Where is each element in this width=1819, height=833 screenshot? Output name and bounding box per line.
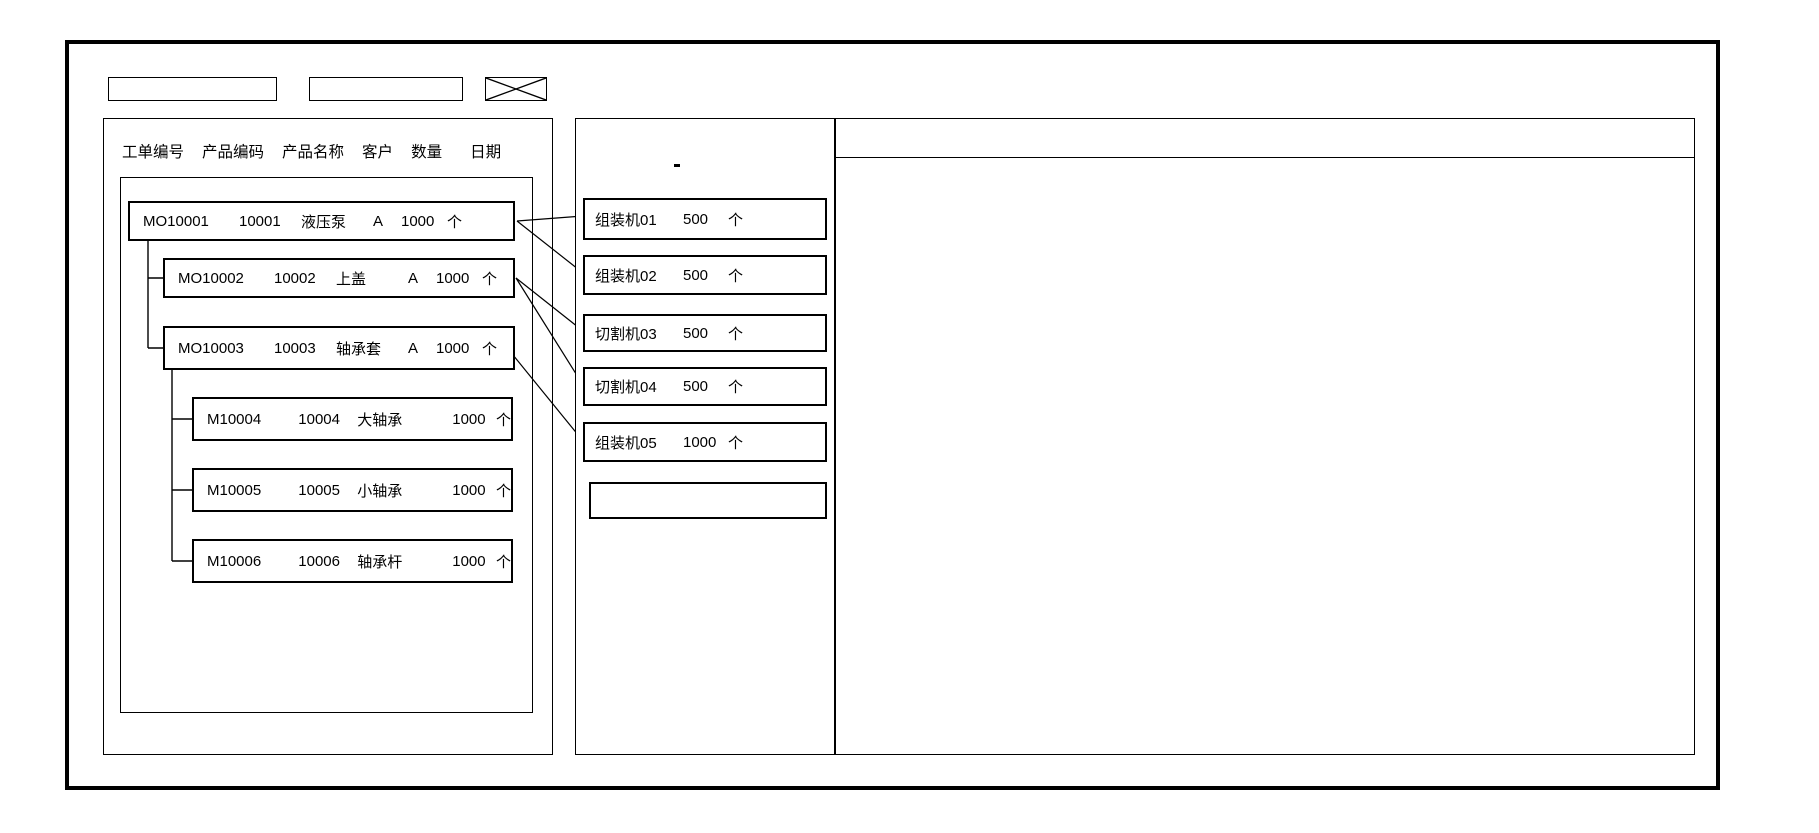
- machine-unit: 个: [728, 325, 744, 343]
- unit: 个: [495, 482, 511, 500]
- machine-unit: 个: [728, 211, 744, 229]
- product-name: 上盖: [336, 270, 367, 288]
- header-customer: 客户: [362, 144, 394, 161]
- machine-box-02[interactable]: 组装机02 500 个: [583, 255, 827, 295]
- unit: 个: [482, 340, 498, 358]
- product-name: 轴承套: [336, 340, 382, 358]
- close-icon: [486, 78, 546, 100]
- work-order-node-mo10001[interactable]: MO10001 10001 液压泵 A 1000 个: [128, 201, 515, 241]
- stray-dot-mark: [674, 164, 680, 167]
- customer: A: [373, 212, 384, 230]
- machine-qty: 500: [683, 378, 709, 395]
- product-name: 轴承杆: [357, 553, 403, 571]
- order-tree-frame: [120, 177, 533, 713]
- machine-name: 组装机05: [595, 434, 657, 452]
- material-order-node-m10006[interactable]: M10006 10006 轴承杆 1000 个: [192, 539, 513, 583]
- machine-unit: 个: [728, 267, 744, 285]
- work-order-node-mo10003[interactable]: MO10003 10003 轴承套 A 1000 个: [163, 326, 515, 370]
- product-code: 10005: [298, 481, 340, 499]
- product-code: 10002: [274, 269, 316, 287]
- detail-panel-header-divider: [836, 157, 1694, 158]
- machine-box-03[interactable]: 切割机03 500 个: [583, 314, 827, 352]
- order-no: M10006: [207, 552, 262, 570]
- product-name: 液压泵: [301, 213, 347, 231]
- material-order-node-m10004[interactable]: M10004 10004 大轴承 1000 个: [192, 397, 513, 441]
- machine-box-04[interactable]: 切割机04 500 个: [583, 367, 827, 406]
- order-no: M10004: [207, 410, 262, 428]
- work-order-node-mo10002[interactable]: MO10002 10002 上盖 A 1000 个: [163, 258, 515, 298]
- product-code: 10003: [274, 339, 316, 357]
- header-qty: 数量: [411, 144, 443, 161]
- machine-name: 组装机02: [595, 267, 657, 285]
- header-product-name: 产品名称: [282, 144, 345, 161]
- machine-box-01[interactable]: 组装机01 500 个: [583, 198, 827, 240]
- machine-qty: 500: [683, 324, 709, 342]
- machine-name: 组装机01: [595, 211, 657, 229]
- close-button[interactable]: [485, 77, 547, 101]
- machine-box-empty[interactable]: [589, 482, 827, 519]
- customer: A: [408, 269, 419, 287]
- column-header-row: 工单编号 产品编码 产品名称 客户 数量 日期: [122, 140, 501, 162]
- order-no: M10005: [207, 481, 262, 499]
- unit: 个: [482, 270, 498, 288]
- quantity: 1000: [452, 481, 486, 499]
- unit: 个: [447, 213, 463, 231]
- machine-qty: 1000: [683, 433, 717, 451]
- product-name: 小轴承: [357, 482, 403, 500]
- header-order-no: 工单编号: [122, 144, 185, 161]
- order-no: MO10001: [143, 212, 209, 230]
- header-date: 日期: [470, 144, 502, 161]
- quantity: 1000: [401, 212, 435, 230]
- toolbar-field-2[interactable]: [309, 77, 463, 101]
- machine-box-05[interactable]: 组装机05 1000 个: [583, 422, 827, 462]
- product-name: 大轴承: [357, 411, 403, 429]
- quantity: 1000: [452, 410, 486, 428]
- window-frame: [65, 40, 1720, 790]
- machine-qty: 500: [683, 210, 709, 228]
- quantity: 1000: [436, 339, 470, 357]
- detail-panel: [835, 118, 1695, 755]
- unit: 个: [495, 553, 511, 571]
- machine-qty: 500: [683, 266, 709, 284]
- order-no: MO10003: [178, 339, 244, 357]
- machine-unit: 个: [728, 434, 744, 452]
- unit: 个: [495, 411, 511, 429]
- quantity: 1000: [436, 269, 470, 287]
- machine-unit: 个: [728, 379, 744, 396]
- customer: A: [408, 339, 419, 357]
- product-code: 10006: [298, 552, 340, 570]
- machine-name: 切割机03: [595, 325, 657, 343]
- toolbar-field-1[interactable]: [108, 77, 277, 101]
- machine-name: 切割机04: [595, 379, 657, 396]
- header-product-code: 产品编码: [202, 144, 265, 161]
- order-no: MO10002: [178, 269, 244, 287]
- product-code: 10001: [239, 212, 281, 230]
- product-code: 10004: [298, 410, 340, 428]
- quantity: 1000: [452, 552, 486, 570]
- material-order-node-m10005[interactable]: M10005 10005 小轴承 1000 个: [192, 468, 513, 512]
